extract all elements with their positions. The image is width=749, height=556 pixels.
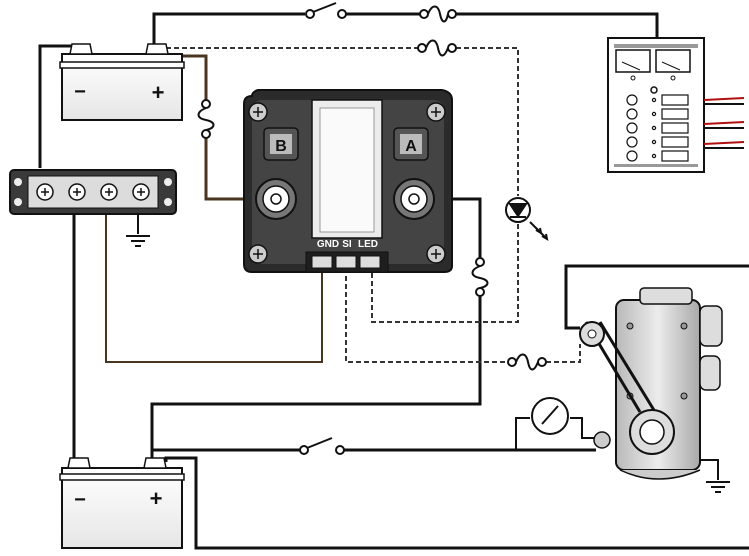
fuse-icon [471, 257, 489, 297]
screw-icon [36, 183, 150, 201]
wire-engine-loop [164, 456, 749, 550]
relay: B A GND SI LED [243, 89, 453, 273]
panel-output-wires [703, 97, 745, 149]
switch-panel [607, 37, 745, 173]
fuse-icon [417, 39, 457, 57]
bus-bar [9, 169, 177, 215]
fuse-icon [419, 5, 457, 23]
wire-relay-a-out-2 [150, 292, 482, 462]
ground-icon [126, 235, 150, 247]
fuse-icon [197, 99, 215, 139]
wire-top-to-panel [152, 12, 305, 48]
wire-dashed-fuse-top-2 [456, 47, 519, 196]
wire-gauge [515, 417, 530, 450]
battery-top-positive: + [152, 80, 165, 105]
relay-pin-gnd-label: GND [317, 239, 339, 250]
battery-top: − + [59, 43, 185, 121]
gauge-icon [531, 397, 569, 435]
ground-icon [706, 481, 730, 493]
wire-gauge-2 [570, 417, 596, 439]
engine [579, 287, 723, 480]
wire-brown-to-relay-b-2 [204, 134, 258, 201]
wire-dashed-led [371, 224, 519, 323]
relay-stud-a [393, 178, 435, 220]
battery-bottom-negative: − [74, 489, 86, 511]
led-icon [505, 197, 549, 242]
battery-bottom: − + [59, 457, 185, 549]
wire-engine-ground [700, 459, 719, 480]
relay-stud-b [255, 178, 297, 220]
battery-top-negative: − [74, 81, 86, 103]
relay-pin-si-label: SI [342, 239, 352, 250]
relay-pin-led-label: LED [358, 239, 378, 250]
fuse-icon [507, 353, 547, 371]
switch-icon [299, 437, 345, 455]
wire-top-seg3 [452, 12, 659, 40]
wire-brown-gnd [105, 206, 323, 363]
wire-dashed-si [345, 268, 508, 363]
wire-dashed-si-2 [546, 344, 581, 363]
panel-breakers [626, 94, 689, 162]
relay-terminal-b-label: B [275, 138, 287, 155]
relay-terminal-a-label: A [405, 138, 417, 155]
wire-engine-top [564, 264, 749, 330]
battery-bottom-positive: + [150, 486, 163, 511]
screw-icon [248, 102, 446, 264]
switch-icon [305, 2, 347, 19]
